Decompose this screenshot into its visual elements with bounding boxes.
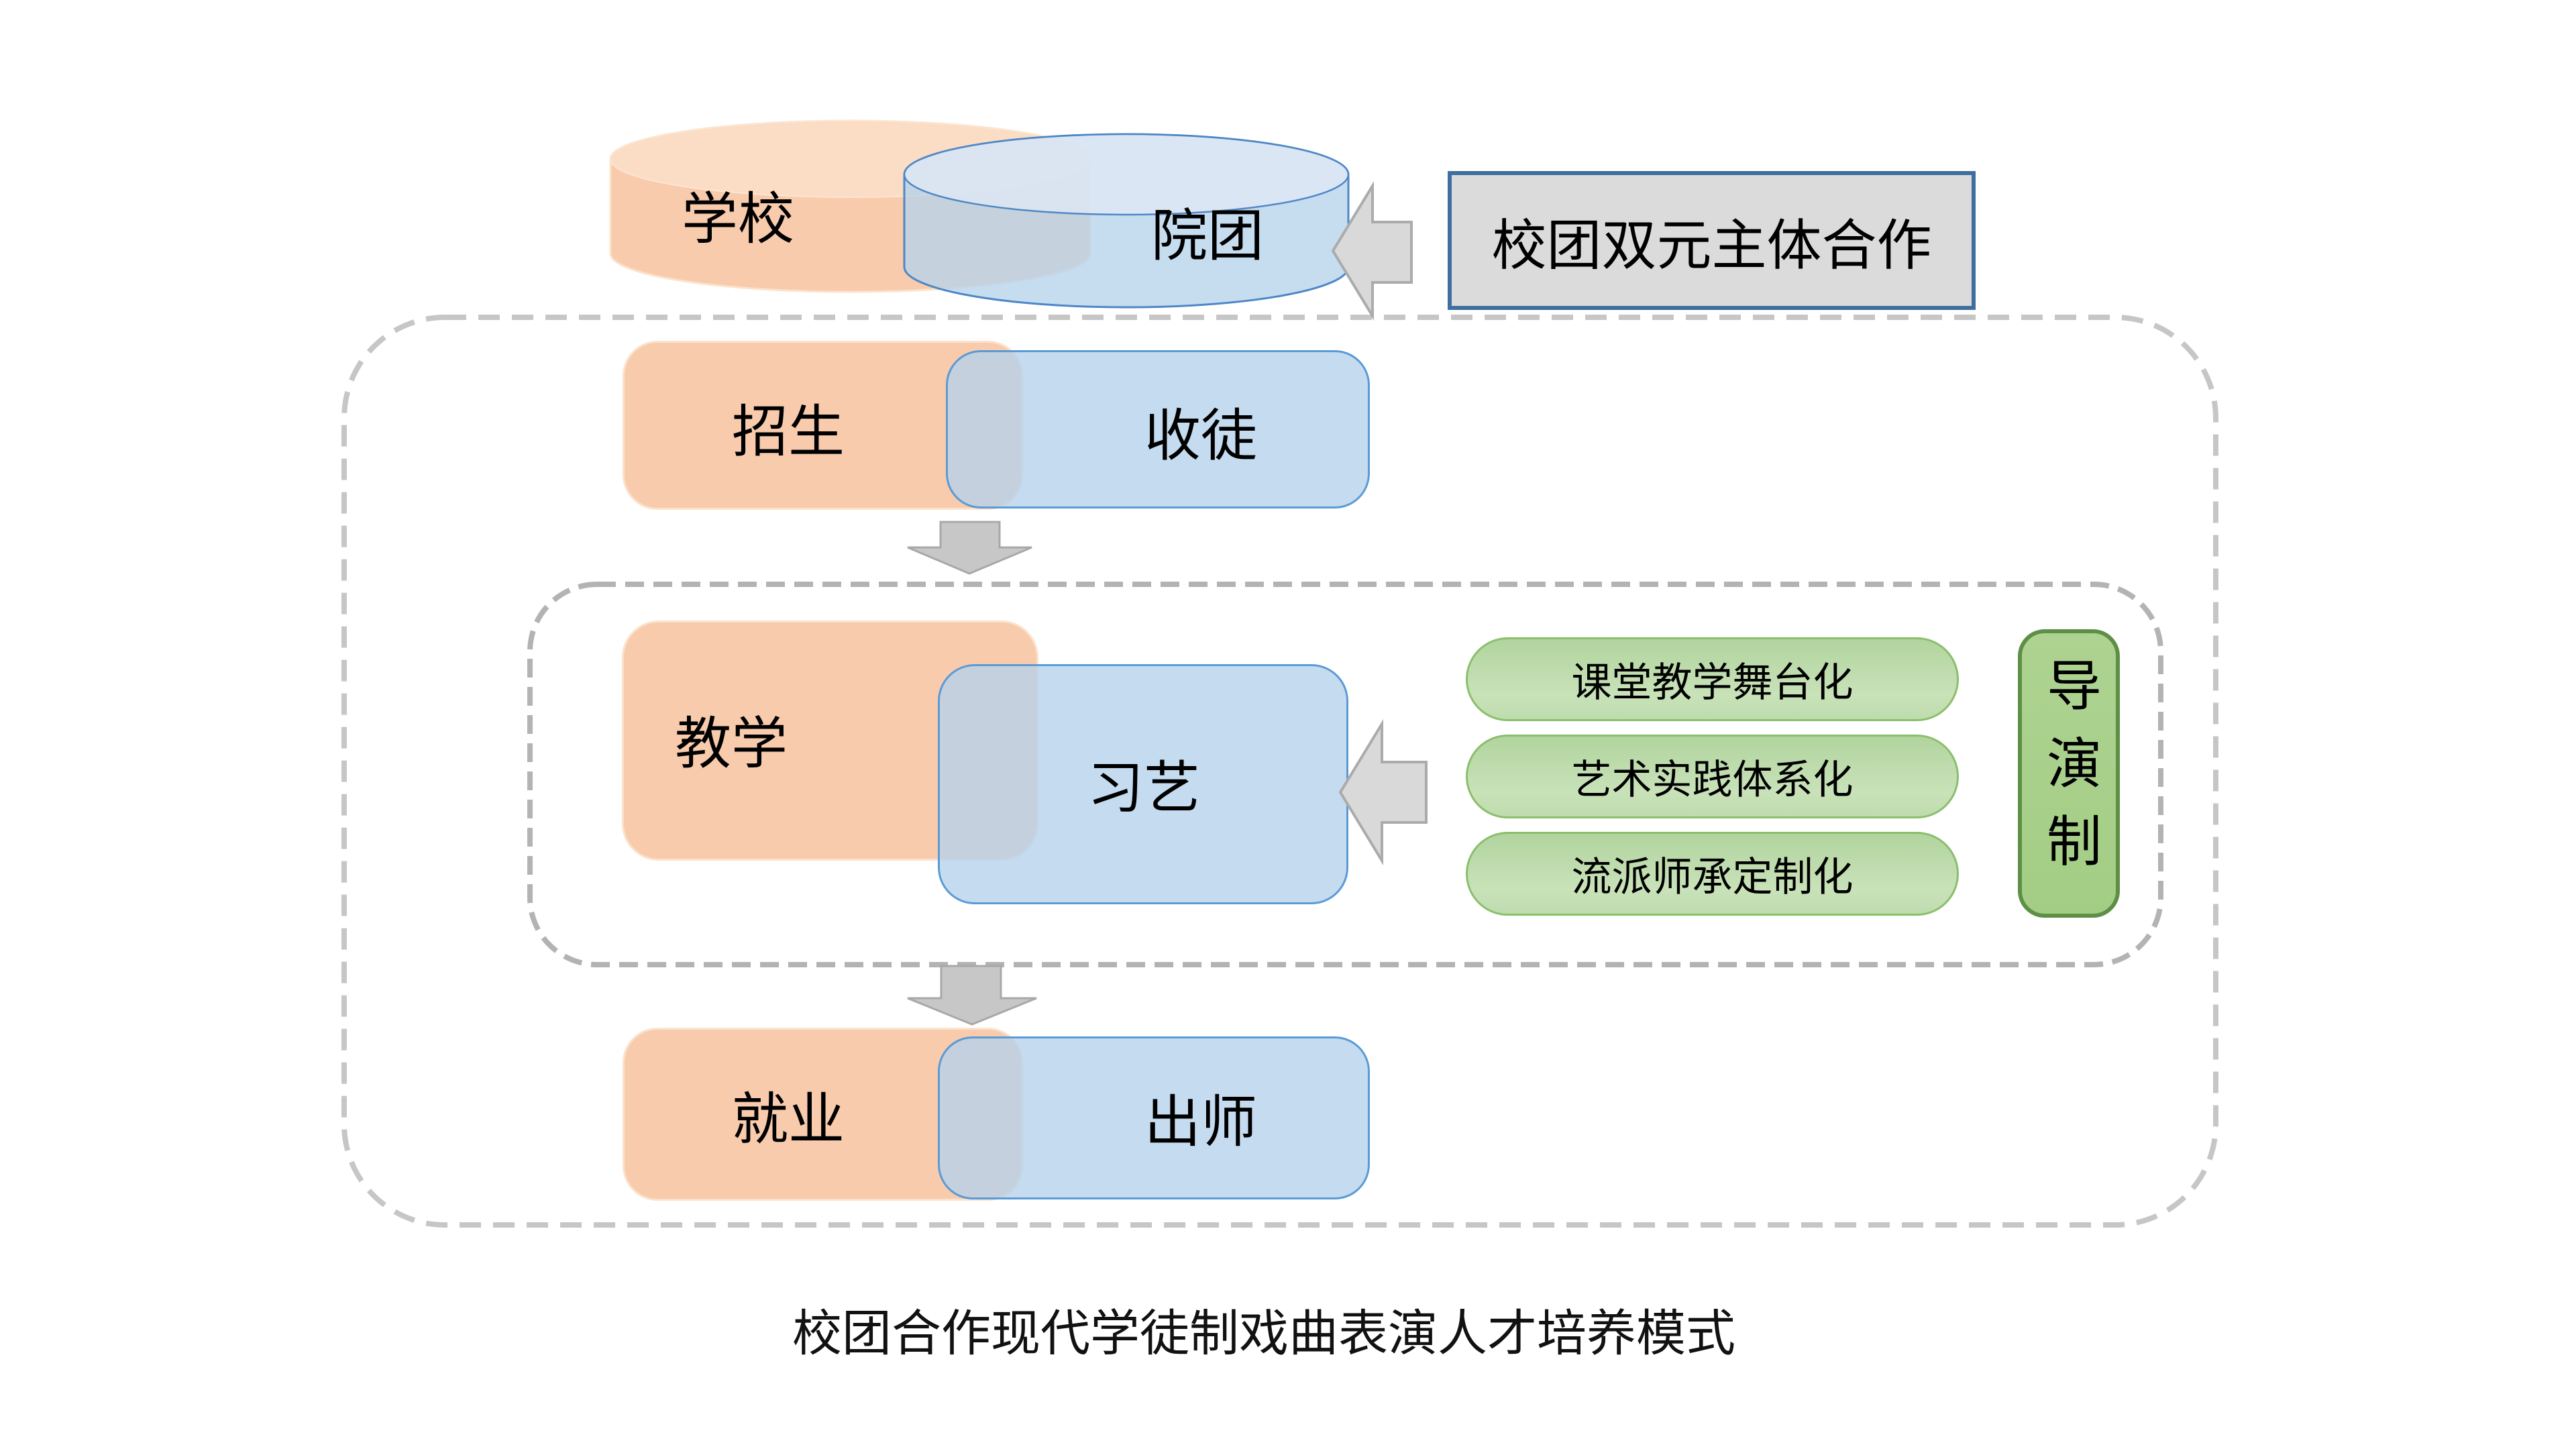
stage-troupe-label: 习艺: [1087, 756, 1201, 820]
diagram-caption: 校团合作现代学徒制戏曲表演人才培养模式: [792, 1305, 1735, 1361]
teaching-method-pill: 课堂教学舞台化: [1466, 637, 1959, 721]
left-arrow-icon: [1331, 180, 1413, 321]
stage-school-label: 教学: [674, 712, 788, 775]
teaching-method-pill: 流派师承定制化: [1466, 832, 1959, 916]
stage-school-label: 就业: [731, 1087, 845, 1151]
teaching-method-label: 流派师承定制化: [1571, 855, 1854, 900]
stage-troupe-box-apprentice: [946, 350, 1370, 508]
teaching-method-label: 艺术实践体系化: [1571, 757, 1854, 802]
stage-troupe-label: 收徒: [1144, 404, 1258, 468]
down-arrow-icon: [907, 965, 1037, 1026]
troupe-cylinder-top: [903, 133, 1350, 216]
teaching-method-label: 课堂教学舞台化: [1571, 660, 1854, 705]
troupe-cylinder-body: [903, 133, 1350, 309]
school-label: 学校: [681, 187, 795, 251]
director-system-label: 导演制: [2038, 657, 2100, 890]
stage-troupe-label: 出师: [1144, 1090, 1258, 1154]
cooperation-box: 校团双元主体合作: [1448, 171, 1976, 310]
teaching-method-pill: 艺术实践体系化: [1466, 735, 1959, 818]
stage-school-label: 招生: [731, 400, 845, 464]
director-system-box: 导演制: [2018, 629, 2120, 918]
stage-troupe-box-learning: [938, 664, 1348, 904]
cooperation-label: 校团双元主体合作: [1491, 215, 1932, 276]
stage-troupe-box-graduation: [938, 1036, 1370, 1199]
troupe-label: 院团: [1150, 204, 1265, 268]
troupe-cylinder: [903, 133, 1350, 309]
left-arrow-icon: [1338, 718, 1428, 866]
down-arrow-icon: [907, 521, 1032, 575]
